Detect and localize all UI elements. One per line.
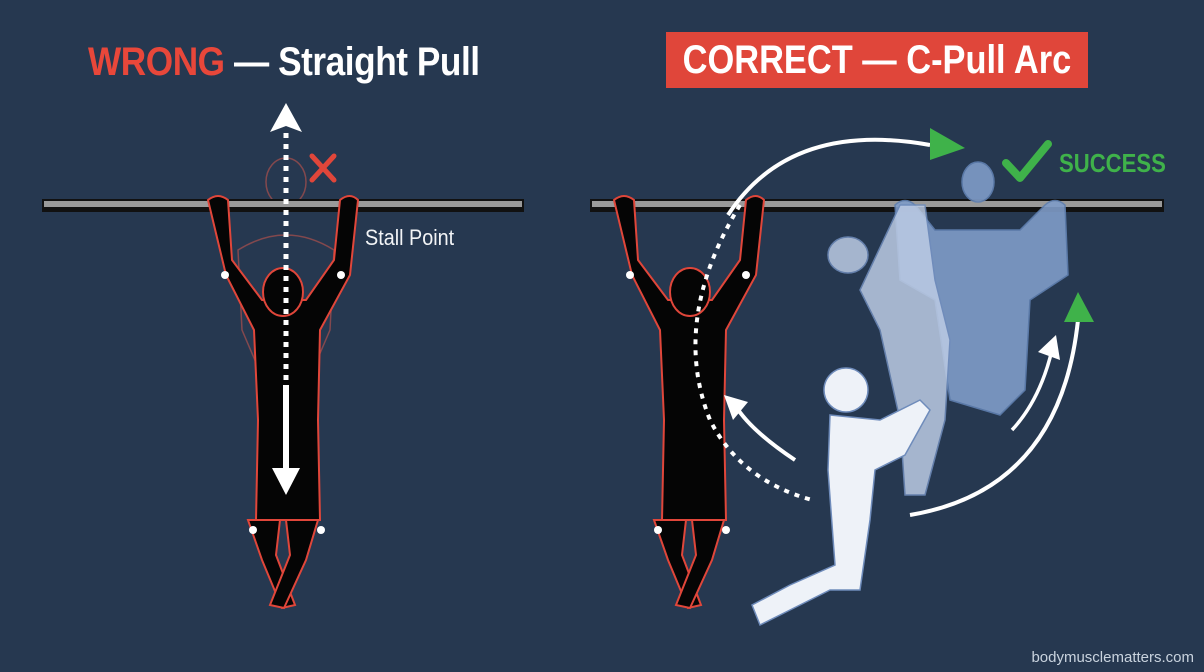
success-figure-top: [894, 161, 1069, 416]
wrong-title-rest: — Straight Pull: [224, 40, 480, 84]
arrowhead-left: [724, 395, 748, 420]
pullup-bar-right: [590, 199, 1164, 212]
correct-title: CORRECT — C-Pull Arc: [682, 37, 1072, 82]
hanging-figure-left: [206, 195, 360, 610]
arc-arrow-inner: [1010, 349, 1054, 432]
hanging-figure-right: [612, 195, 766, 610]
wrong-title: WRONG — Straight Pull: [88, 40, 480, 85]
arrowhead-right-green: [1064, 292, 1094, 322]
success-label: SUCCESS: [1059, 148, 1166, 178]
joint-markers-left: [221, 271, 345, 534]
joint-markers-right: [626, 271, 750, 534]
arrowhead-inner: [1038, 335, 1060, 360]
arc-arrow-left: [733, 403, 797, 462]
arrowhead-top-green: [930, 128, 965, 160]
c-pull-dotted-path: [693, 203, 813, 502]
jumping-figure-bottom: [751, 367, 931, 627]
checkmark-icon: [1002, 140, 1052, 182]
correct-title-banner: CORRECT — C-Pull Arc: [666, 32, 1088, 88]
watermark: bodymusclematters.com: [1031, 649, 1194, 666]
wrong-label: WRONG: [88, 40, 225, 84]
arc-arrow-top: [726, 137, 931, 217]
transition-figure-mid: [827, 204, 951, 496]
arc-arrow-right: [909, 319, 1080, 517]
pullup-bar-left: [42, 199, 524, 212]
straight-path-arrow: [270, 103, 302, 495]
x-mark-icon: [309, 153, 337, 183]
stall-point-label: Stall Point: [365, 225, 455, 250]
